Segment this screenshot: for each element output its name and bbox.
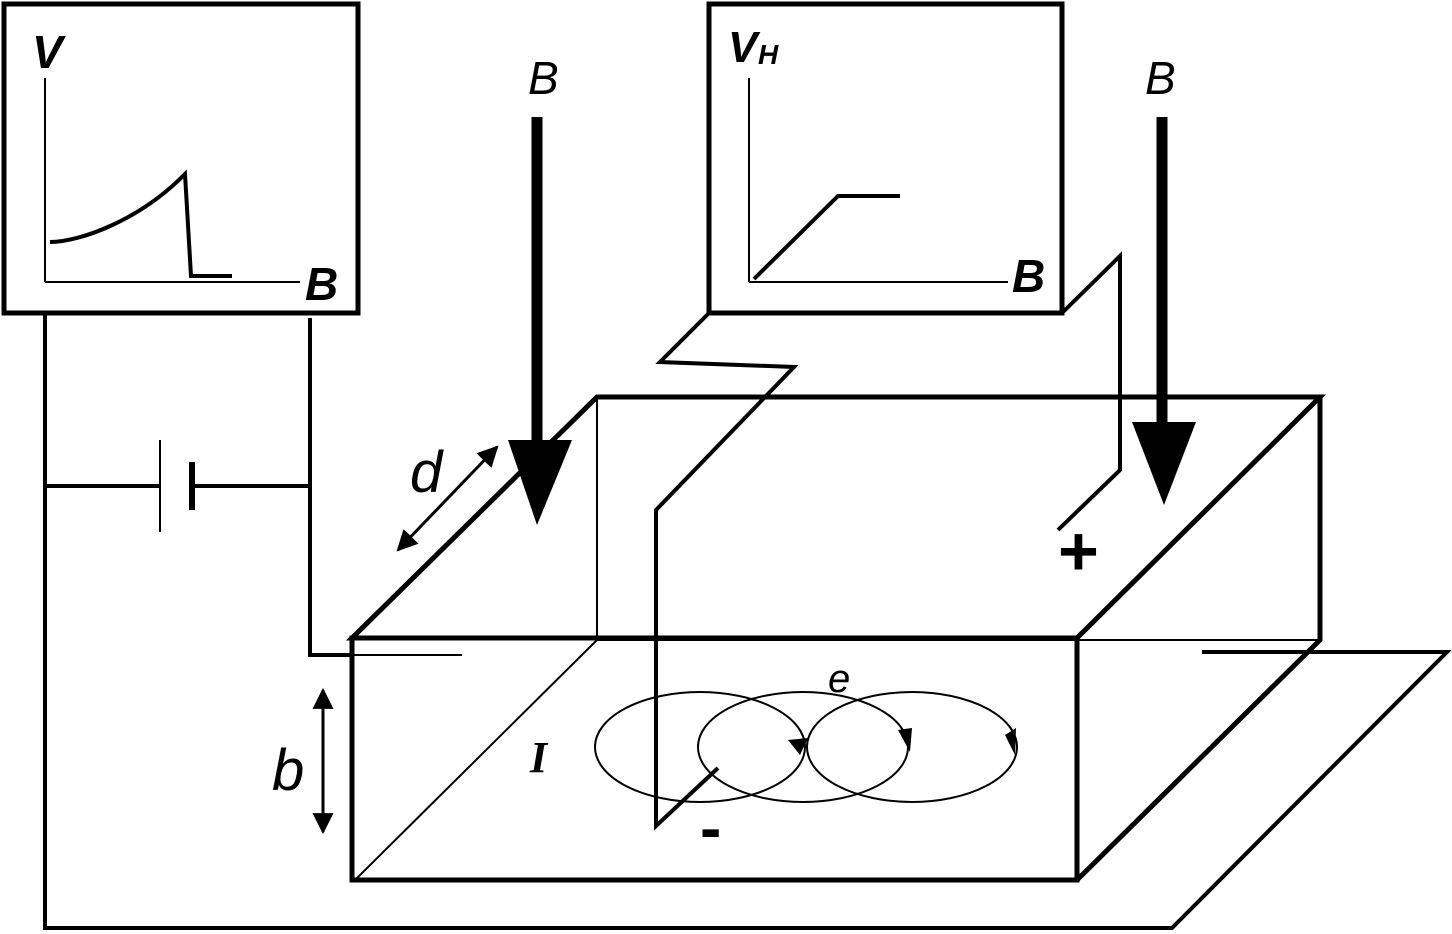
scope-to-sample-wire [308, 318, 352, 657]
box-hidden-edge-diagonal [354, 639, 598, 881]
electron-orbits: e [594, 657, 1018, 803]
right-scope-curve [752, 194, 900, 281]
orbit-1-arrowhead [788, 738, 808, 755]
orbit-2-arrowhead [898, 728, 912, 752]
orbit-3 [806, 691, 1018, 803]
sample-box [345, 394, 1327, 883]
orbit-1 [594, 691, 806, 803]
right-scope-frame [706, 1, 1065, 316]
orbit-3-arrowhead [1005, 728, 1016, 755]
right-scope-y-label: V [728, 23, 761, 72]
field-label-left: B [528, 52, 559, 104]
box-right-face [1075, 397, 1323, 882]
field-label-right: B [1145, 52, 1176, 104]
right-scope-y-label-subscript: H [758, 39, 779, 70]
dimension-markers: d b [272, 440, 499, 835]
electron-label: e [828, 657, 850, 701]
depth-label: d [410, 440, 444, 505]
left-oscilloscope: V B [1, 1, 361, 316]
circuit-wires [43, 251, 1452, 930]
plus-probe-wire [1056, 251, 1122, 532]
minus-sign: - [700, 792, 721, 864]
field-arrow-right-head [1132, 422, 1196, 505]
left-scope-x-label: B [305, 258, 338, 310]
depth-arrow [396, 445, 499, 552]
field-arrow-left-head [508, 440, 572, 525]
left-scope-frame [1, 1, 361, 316]
current-label: I [529, 733, 549, 782]
left-scope-curve [49, 169, 232, 278]
outer-wire [43, 313, 1452, 930]
magnetic-field-arrows: B B [508, 52, 1196, 525]
plus-sign: + [1058, 512, 1099, 590]
left-scope-y-label: V [32, 26, 66, 78]
thickness-label: b [272, 738, 304, 803]
sample-labels: I + - [529, 512, 1099, 864]
right-scope-x-label: B [1012, 250, 1045, 302]
right-oscilloscope: V H B [706, 1, 1065, 316]
box-front-face [349, 635, 1080, 883]
minus-probe-wire [654, 311, 799, 831]
